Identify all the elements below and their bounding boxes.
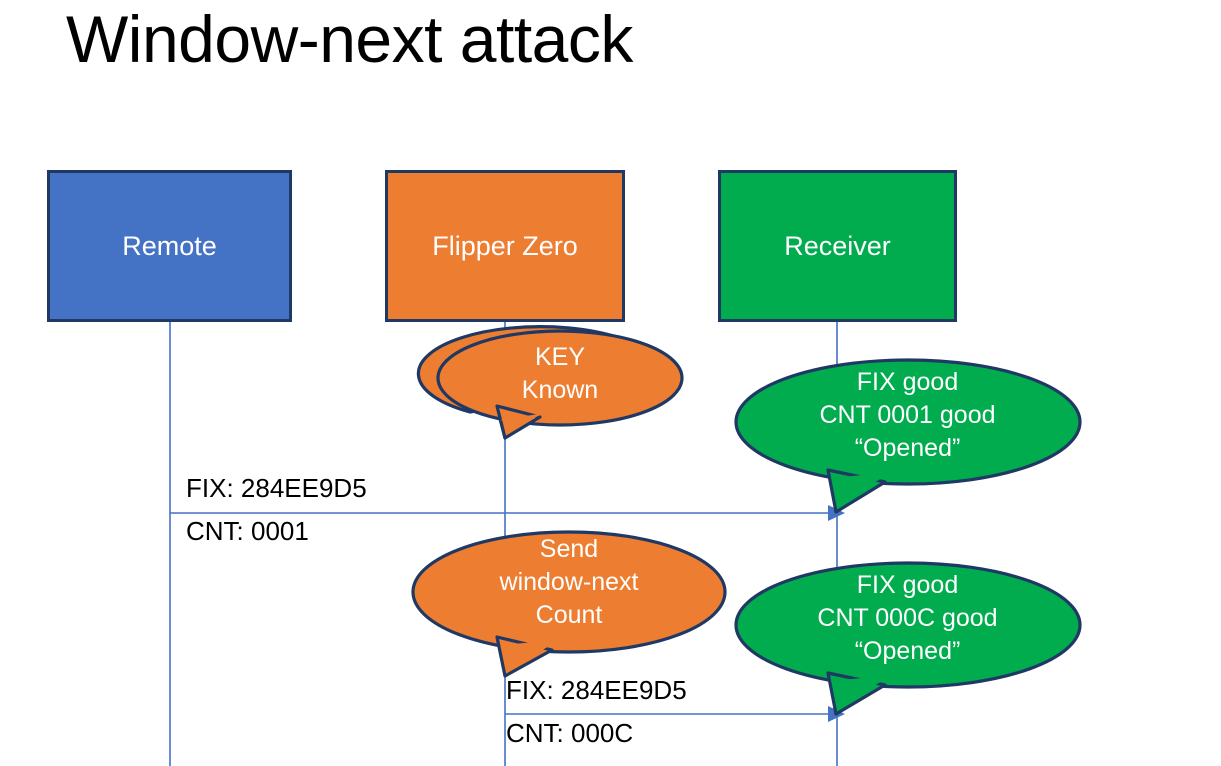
page-title: Window-next attack (66, 2, 633, 76)
actor-box-remote[interactable]: Remote (47, 170, 292, 322)
message-label-cnt-1: CNT: 0001 (186, 516, 309, 546)
actor-box-receiver[interactable]: Receiver (718, 170, 957, 322)
message-label-fix-2: FIX: 284EE9D5 (506, 675, 687, 705)
callout-key-known (416, 325, 684, 440)
callout-good-000C (734, 561, 1082, 716)
actor-label-remote: Remote (122, 230, 217, 261)
actor-box-flipper[interactable]: Flipper Zero (385, 170, 625, 322)
message-label-cnt-2: CNT: 000C (506, 718, 634, 748)
message-label-fix-1: FIX: 284EE9D5 (186, 473, 367, 503)
callout-good-0001 (734, 358, 1082, 514)
actor-label-receiver: Receiver (784, 230, 891, 261)
actor-label-flipper: Flipper Zero (432, 230, 578, 261)
callout-send-window-next (411, 530, 727, 678)
